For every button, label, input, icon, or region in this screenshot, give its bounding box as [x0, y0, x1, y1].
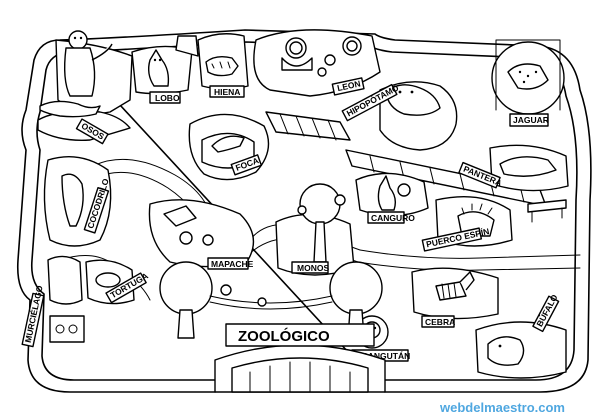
seal-enclosure: FOCA [188, 113, 270, 181]
hippo-icon [385, 84, 441, 116]
crocodile-icon [39, 100, 101, 118]
hyena-enclosure: HIENA [197, 33, 249, 98]
sign-canguro: CANGURO [367, 211, 415, 224]
watermark: webdelmaestro.com [439, 400, 565, 415]
crocodile-icon-2 [61, 173, 84, 227]
entrance-gate: ZOOLÓGICO [214, 323, 386, 393]
svg-text:webdelmaestro.com: webdelmaestro.com [439, 400, 565, 415]
svg-text:CEBRA: CEBRA [425, 317, 455, 327]
crocodile-enclosure: COCODRILO [43, 155, 112, 247]
wolf-enclosure: LOBO [131, 35, 199, 104]
sign-leon: LEON [331, 77, 365, 96]
zebra-icon [435, 271, 475, 301]
monkey-hanging-icon [220, 284, 267, 307]
sign-lobo: LOBO [149, 91, 181, 104]
jaguar-icon [507, 63, 549, 90]
monkey-icon [297, 194, 346, 215]
svg-text:CANGURO: CANGURO [371, 213, 415, 223]
turtle-icon [95, 272, 121, 288]
buffalo-icon [487, 336, 525, 366]
bats-turtles-enclosure: MURCIÉLAGO TORTUGA [21, 255, 150, 348]
sign-monos: MONOS [291, 261, 329, 274]
svg-text:HIENA: HIENA [214, 87, 240, 97]
svg-text:MONOS: MONOS [297, 263, 329, 273]
info-board [49, 315, 85, 343]
zoo-title: ZOOLÓGICO [238, 327, 330, 345]
svg-text:LEON: LEON [336, 78, 361, 93]
wooden-bridge [265, 111, 547, 207]
bench-icon [527, 199, 567, 223]
porcupine-enclosure: PUERCO ESPÍN [421, 195, 513, 252]
raccoon-enclosure: MAPACHE [148, 199, 255, 270]
sign-mapache: MAPACHE [207, 257, 254, 270]
zebra-enclosure: CEBRA [411, 267, 499, 328]
bears-enclosure: OSOS [37, 30, 133, 145]
svg-text:ORANGUTÁN: ORANGUTÁN [355, 351, 410, 361]
buffalo-enclosure: BÚFALO [475, 292, 567, 379]
svg-text:MAPACHE: MAPACHE [211, 259, 254, 269]
hippo-enclosure: HIPOPÓTAMO [341, 81, 458, 151]
kangaroo-enclosure: CANGURO [355, 172, 429, 224]
svg-text:MURCIÉLAGO: MURCIÉLAGO [23, 284, 45, 343]
tree-icon [299, 183, 341, 263]
monkeys-enclosure: MONOS [275, 183, 355, 276]
svg-text:JAGUAR: JAGUAR [513, 115, 549, 125]
hyena-icon [205, 55, 239, 77]
seal-icon [211, 135, 245, 153]
jaguar-enclosure: JAGUAR [491, 39, 565, 127]
lion-enclosure: LEON [253, 29, 381, 97]
sign-cebra: CEBRA [421, 315, 455, 328]
svg-text:LOBO: LOBO [155, 93, 180, 103]
lion-icon [281, 36, 362, 77]
wolf-icon [147, 49, 170, 87]
sign-bufalo: BÚFALO [532, 292, 560, 333]
sign-hiena: HIENA [209, 85, 245, 98]
sign-jaguar: JAGUAR [509, 113, 549, 127]
raccoon-icon [163, 205, 214, 246]
central-trees [159, 261, 383, 339]
panther-icon [499, 156, 557, 177]
kangaroo-icon [377, 175, 411, 211]
bear-icon [63, 30, 113, 97]
